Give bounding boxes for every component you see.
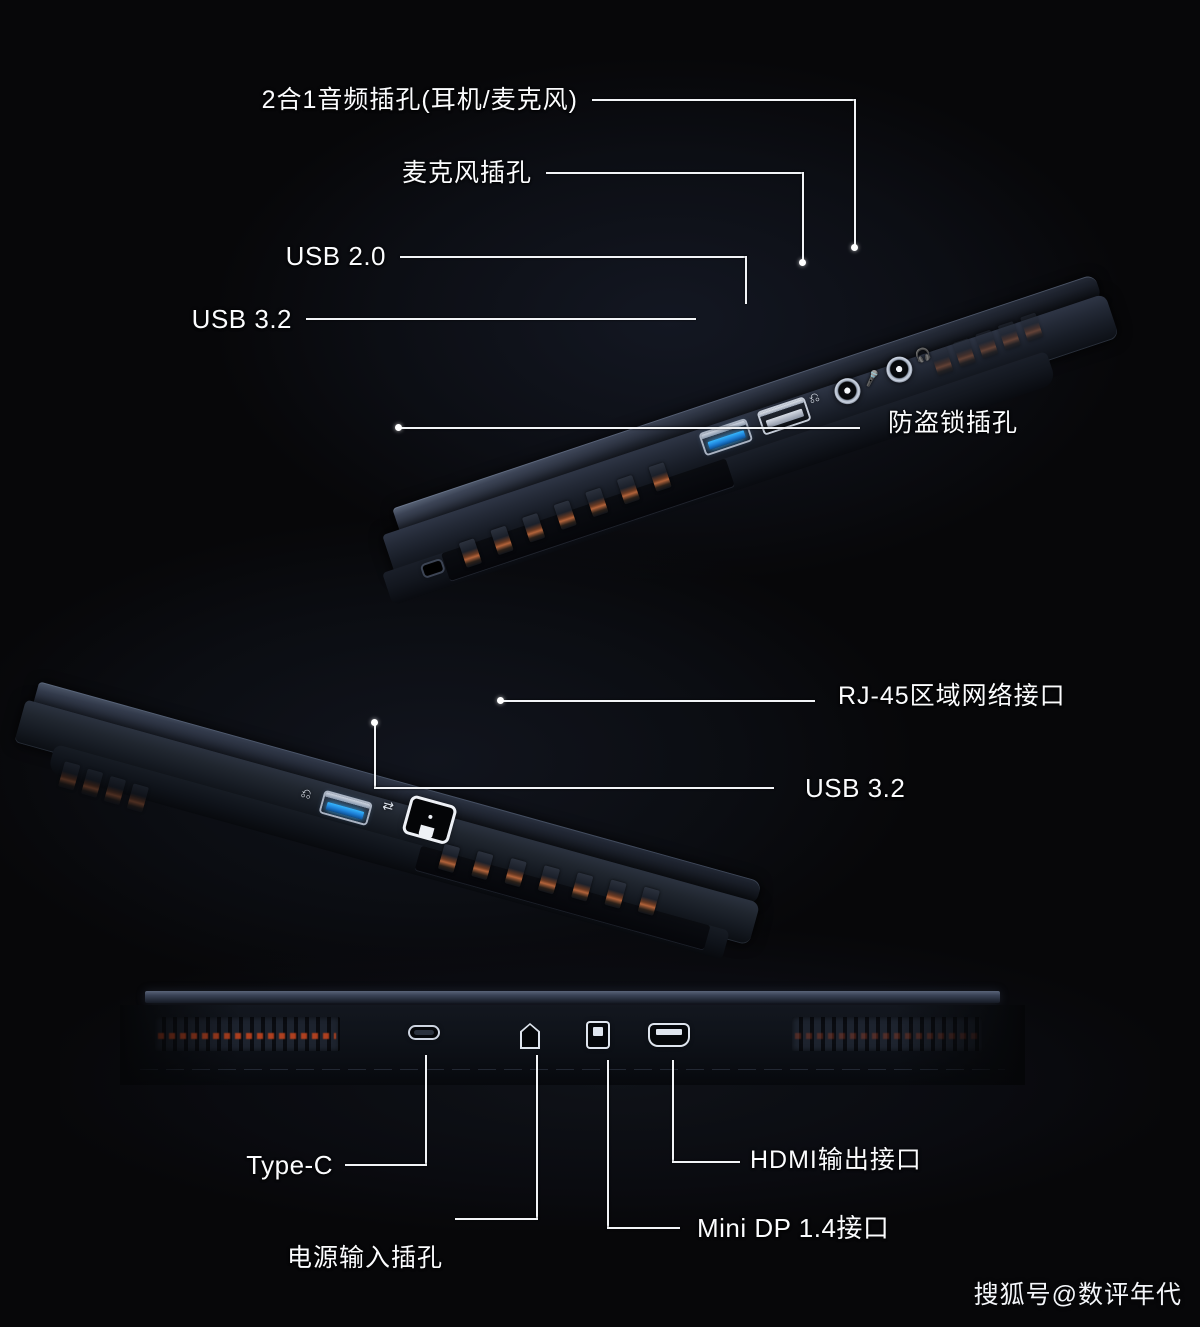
leader-line-usb32-right [374,787,774,789]
leader-endpoint-rj45 [497,697,504,704]
label-microphone-jack: 麦克风插孔 [401,159,532,187]
leader-endpoint-usb32-right [371,719,378,726]
rj45-pin [427,814,433,820]
mini-displayport-port [588,1023,608,1047]
watermark: 搜狐号@数评年代 [973,1281,1182,1309]
rear-shadow-right [895,1005,1025,1085]
hdmi-output-port [650,1025,688,1045]
label-lock-slot: 防盗锁插孔 [888,409,1019,437]
label-combo-audio-jack: 2合1音频插孔(耳机/麦克风) [261,86,578,114]
leader-line-minidp-h [607,1227,680,1229]
laptop-hinge-highlight [145,991,1000,1003]
leader-line-typec-v [425,1055,427,1165]
leader-endpoint-lock-slot [395,424,402,431]
rear-shadow-left [120,1005,240,1085]
label-type-c: Type-C [246,1150,333,1180]
leader-line-usb32 [306,318,696,320]
label-hdmi-output: HDMI输出接口 [750,1146,922,1174]
leader-line-combo-audio-v [854,99,856,249]
label-power-input: 电源输入插孔 [286,1244,443,1272]
leader-line-usb32-right-v [374,722,376,788]
label-usb-3-2-right: USB 3.2 [805,773,906,803]
leader-line-lock-slot [398,427,860,429]
laptop-right-side-view: ⎌ ⇄ [10,555,800,960]
leader-line-hdmi-v [672,1060,674,1162]
leader-line-power-v [536,1055,538,1219]
leader-endpoint-combo-audio [851,244,858,251]
leader-line-rj45 [500,700,815,702]
leader-line-power-h [455,1218,538,1220]
label-rj45-lan: RJ-45区域网络接口 [838,682,1066,710]
label-mini-dp: Mini DP 1.4接口 [697,1213,890,1243]
rear-vent-left-glow [158,1033,336,1039]
label-usb-2-0: USB 2.0 [285,241,386,271]
leader-line-typec-h [345,1164,427,1166]
laptop-left-side-view: ⎌ 🎤 🎧 [330,140,1120,606]
rear-vent-right-glow [795,1033,978,1039]
leader-endpoint-mic [799,259,806,266]
usb-type-c-port [410,1027,438,1038]
leader-line-usb20 [400,256,747,258]
laptop-rear-view [120,985,1025,1100]
leader-line-mic [546,172,804,174]
chassis-seam [140,1069,1005,1070]
power-input-jack [520,1023,540,1049]
leader-line-hdmi-h [672,1161,740,1163]
label-usb-3-2-left: USB 3.2 [191,304,292,334]
leader-line-combo-audio [592,99,856,101]
leader-line-mic-v [802,172,804,265]
leader-line-minidp-v [607,1060,609,1228]
leader-line-usb20-v [745,256,747,304]
power-input-jack-inner [522,1025,538,1047]
